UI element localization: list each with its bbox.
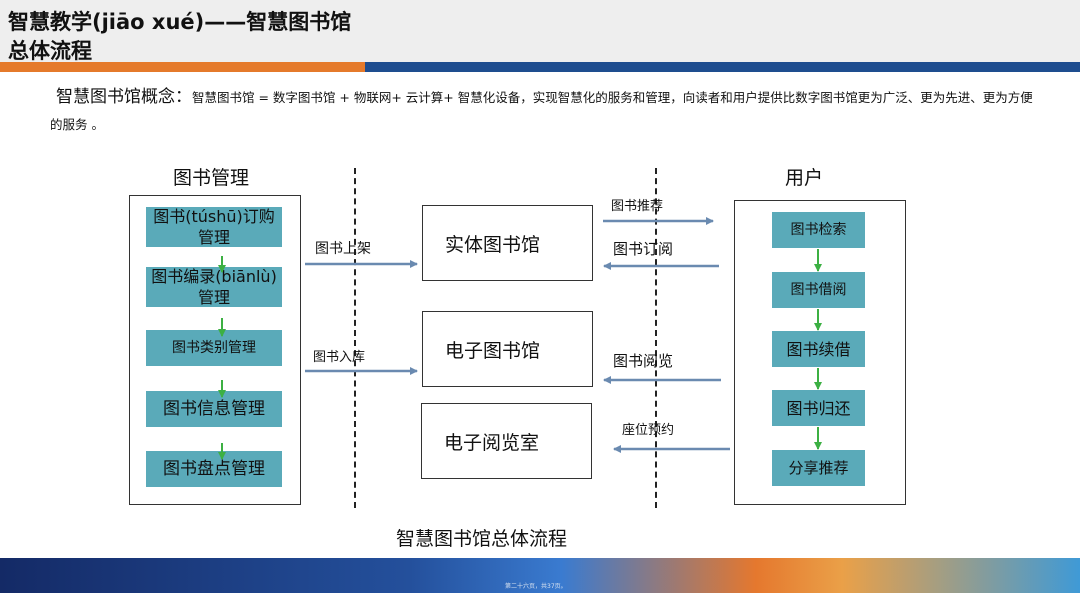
concept-text: 智慧图书馆 = 数字图书馆 + 物联网+ 云计算+ 智慧化设备，实现智慧化的服务… bbox=[50, 90, 1033, 132]
arrow-label-store: 图书入库 bbox=[313, 350, 366, 365]
arrow-label-shelve: 图书上架 bbox=[315, 241, 371, 257]
concept-paragraph: 智慧图书馆概念：智慧图书馆 = 数字图书馆 + 物联网+ 云计算+ 智慧化设备，… bbox=[50, 84, 1040, 138]
arrow-label-recommend: 图书推荐 bbox=[611, 199, 664, 214]
library-physical: 实体图书馆 bbox=[422, 205, 593, 281]
user-item-search: 图书检索 bbox=[772, 212, 865, 248]
footer-band bbox=[0, 558, 1080, 593]
user-item-renew: 图书续借 bbox=[772, 331, 865, 367]
library-digital: 电子图书馆 bbox=[422, 311, 593, 387]
library-reading-room: 电子阅览室 bbox=[421, 403, 592, 479]
accent-band-blue bbox=[365, 62, 1080, 72]
user-item-share: 分享推荐 bbox=[772, 450, 865, 486]
slide-title: 智慧教学(jiāo xué)——智慧图书馆 bbox=[8, 10, 352, 34]
slide-subtitle: 总体流程 bbox=[8, 39, 92, 63]
user-title: 用户 bbox=[785, 167, 824, 189]
user-item-return: 图书归还 bbox=[772, 390, 865, 426]
arrow-label-seat: 座位预约 bbox=[622, 423, 675, 438]
accent-band-orange bbox=[0, 62, 365, 72]
arrow-label-browse: 图书阅览 bbox=[613, 352, 674, 370]
management-item-inventory: 图书盘点管理 bbox=[146, 451, 282, 487]
management-title: 图书管理 bbox=[173, 167, 250, 189]
dashed-separator-right bbox=[655, 168, 657, 508]
management-item-category: 图书类别管理 bbox=[146, 330, 282, 366]
arrow-label-subscribe: 图书订阅 bbox=[613, 240, 674, 258]
user-item-borrow: 图书借阅 bbox=[772, 272, 865, 308]
header-bar: 智慧教学(jiāo xué)——智慧图书馆 总体流程 bbox=[0, 0, 1080, 63]
concept-label: 智慧图书馆概念： bbox=[56, 87, 192, 107]
management-item-order: 图书(túshū)订购管理 bbox=[146, 207, 282, 247]
management-item-catalog: 图书编录(biānlù)管理 bbox=[146, 267, 282, 307]
dashed-separator-left bbox=[354, 168, 356, 508]
page-number: 第二十六页，共37页。 bbox=[505, 583, 567, 590]
management-item-info: 图书信息管理 bbox=[146, 391, 282, 427]
diagram-caption: 智慧图书馆总体流程 bbox=[396, 528, 568, 550]
